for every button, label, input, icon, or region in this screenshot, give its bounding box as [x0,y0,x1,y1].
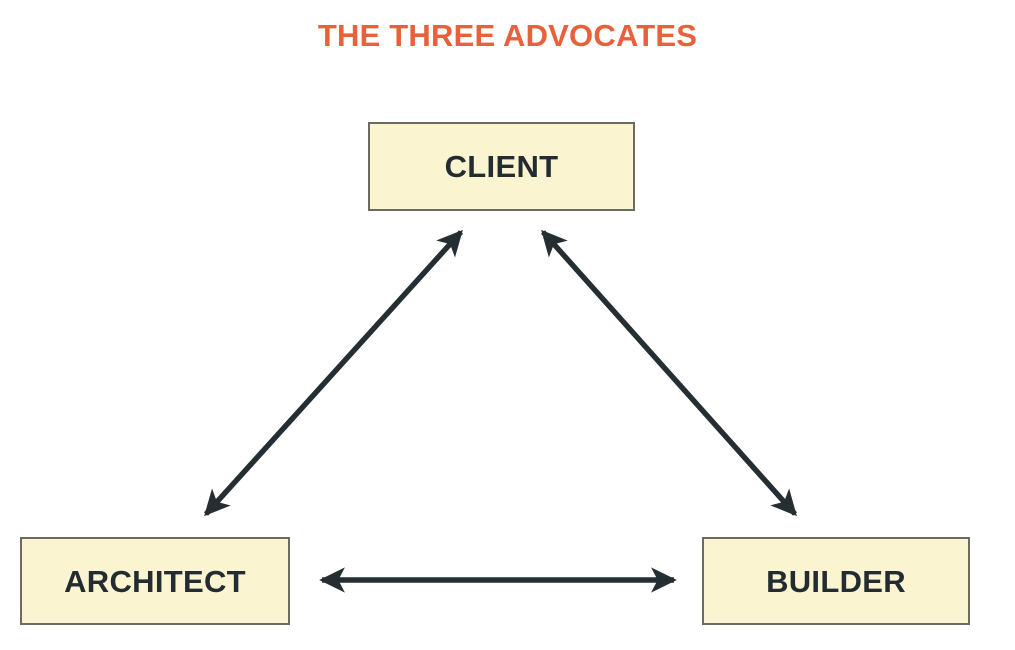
connector-architect-client [203,229,464,517]
node-architect[interactable]: ARCHITECT [20,537,290,625]
node-architect-label: ARCHITECT [64,563,246,599]
connector-client-builder [540,229,798,517]
page-title: THE THREE ADVOCATES [317,18,698,53]
node-client[interactable]: CLIENT [368,122,635,211]
node-builder[interactable]: BUILDER [702,537,970,625]
node-builder-label: BUILDER [766,563,906,599]
node-client-label: CLIENT [444,149,559,184]
